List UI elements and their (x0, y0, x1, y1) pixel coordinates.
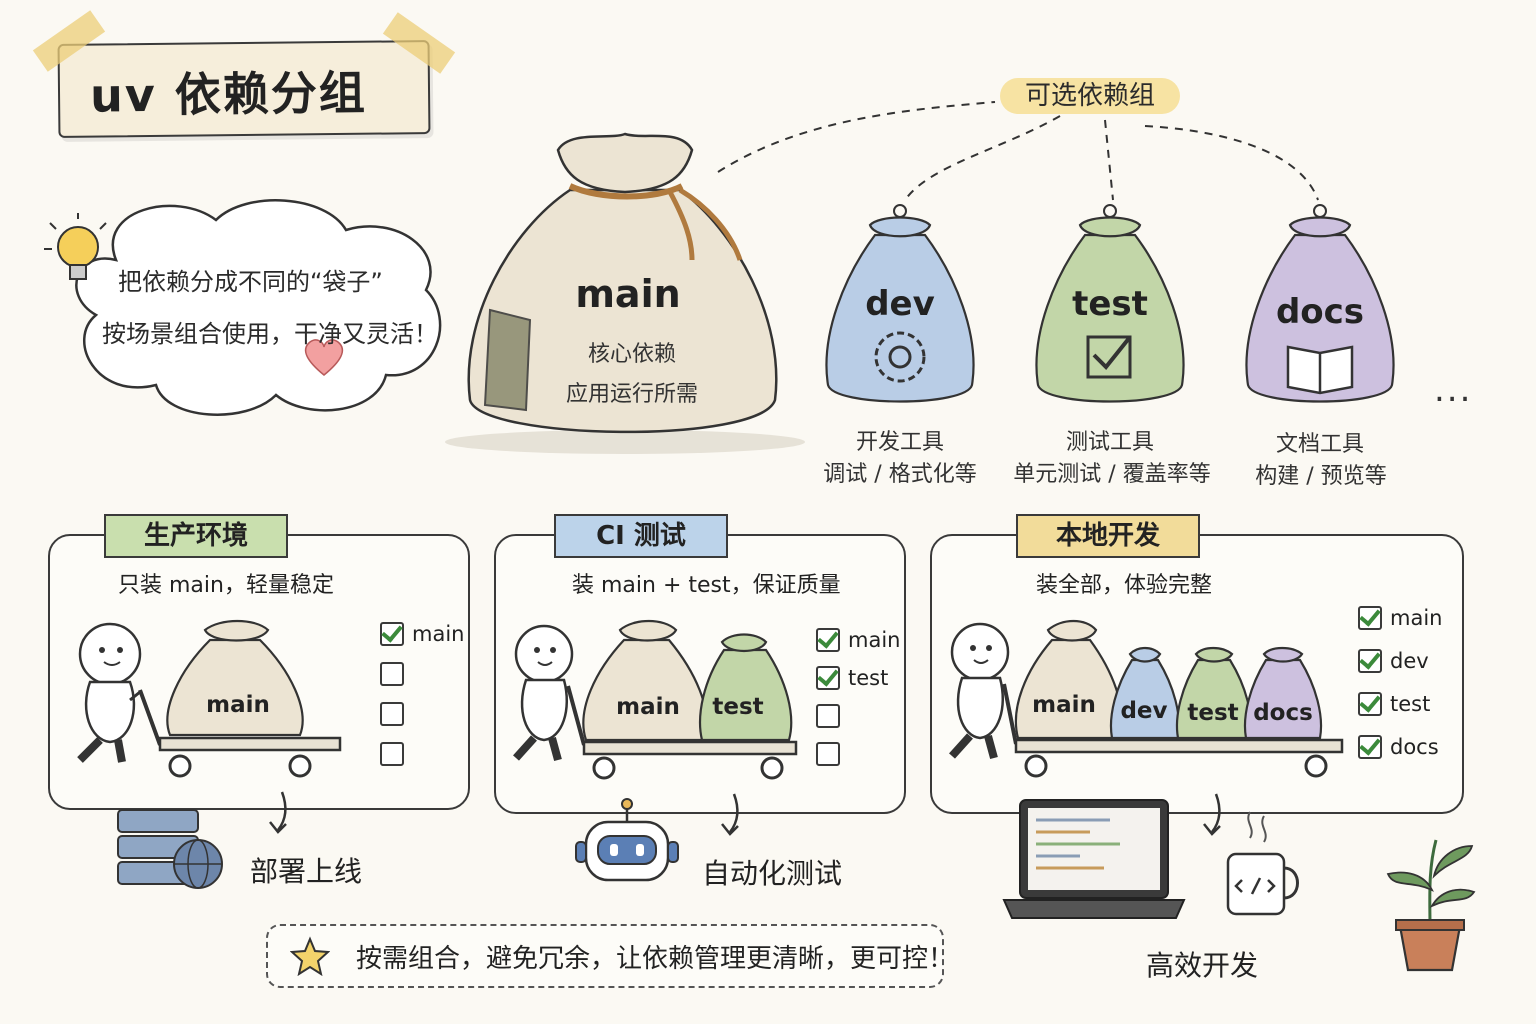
local-dev-cart-illustration (949, 619, 1344, 778)
main-bag-icon (445, 132, 805, 454)
local-check-dev[interactable]: dev (1358, 649, 1442, 673)
robot-icon (575, 798, 679, 882)
main-bag-desc-2: 应用运行所需 (565, 382, 698, 407)
ci-bag-test-label: test (712, 694, 764, 720)
docs-bag-label: docs (1275, 292, 1365, 332)
checkbox-icon (1086, 335, 1132, 379)
checkbox[interactable] (816, 628, 840, 652)
character-icon (949, 622, 1010, 760)
local-bag-test-label: test (1187, 700, 1239, 726)
ci-checklist: main test (816, 628, 900, 766)
docs-mini-bag-icon (1243, 646, 1323, 740)
test-name: 测试工具 (1065, 430, 1154, 455)
checkbox[interactable] (1358, 649, 1382, 673)
ci-check-4[interactable] (816, 742, 900, 766)
coffee-mug-icon (1226, 811, 1299, 916)
star-icon (290, 936, 330, 976)
production-bag-main-label: main (206, 692, 270, 718)
local-dev-result: 高效开发 (1146, 949, 1259, 982)
ci-bag-main-label: main (616, 694, 680, 720)
docs-detail: 构建 / 预览等 (1255, 464, 1387, 489)
ci-result: 自动化测试 (702, 857, 843, 890)
test-mini-bag-icon (698, 633, 793, 742)
server-globe-icon (117, 809, 223, 889)
production-check-2[interactable] (380, 662, 464, 686)
tip-cloud (75, 199, 442, 416)
main-bag-label: main (575, 272, 681, 316)
local-dev-checklist: main dev test docs (1358, 606, 1442, 759)
plant-icon (1386, 839, 1476, 972)
checkbox[interactable] (380, 622, 404, 646)
ribbon-local-dev: 本地开发 (1016, 514, 1200, 558)
local-bag-docs-label: docs (1253, 700, 1313, 726)
heart-icon (304, 339, 344, 376)
production-check-3[interactable] (380, 702, 464, 726)
tip-line-2: 按场景组合使用，干净又灵活！ (102, 320, 438, 348)
local-check-main[interactable]: main (1358, 606, 1442, 630)
lightbulb-icon (44, 213, 107, 280)
production-cart-illustration (77, 620, 342, 778)
more-groups-indicator: ... (1434, 370, 1473, 410)
local-dev-desc: 装全部，体验完整 (1036, 573, 1213, 598)
optional-groups-label: 可选依赖组 (1000, 78, 1180, 114)
checkbox[interactable] (380, 662, 404, 686)
cart-icon (1002, 683, 1344, 778)
cart-icon (566, 685, 798, 780)
laptop-icon (1002, 799, 1186, 919)
docs-name: 文档工具 (1275, 432, 1364, 457)
production-check-4[interactable] (380, 742, 464, 766)
test-bag-icon (1035, 204, 1185, 403)
test-detail: 单元测试 / 覆盖率等 (1013, 462, 1211, 487)
checkbox[interactable] (1358, 735, 1382, 759)
main-bag-desc-1: 核心依赖 (587, 342, 676, 367)
test-bag-label: test (1072, 284, 1148, 324)
cart-icon (138, 689, 342, 778)
dev-bag-label: dev (865, 284, 935, 324)
production-desc: 只装 main，轻量稳定 (118, 573, 334, 598)
ribbon-ci: CI 测试 (554, 514, 728, 558)
dev-bag-icon (825, 204, 975, 403)
ci-cart-illustration (513, 620, 798, 780)
docs-bag-icon (1245, 204, 1395, 403)
main-mini-bag-icon (582, 620, 708, 742)
character-icon (77, 622, 142, 763)
arrow-down-icon (721, 793, 739, 836)
local-bag-main-label: main (1032, 692, 1096, 718)
local-check-test[interactable]: test (1358, 692, 1442, 716)
ci-desc: 装 main + test，保证质量 (572, 573, 841, 598)
dev-mini-bag-icon (1109, 646, 1181, 740)
book-icon (1286, 345, 1354, 395)
production-result: 部署上线 (250, 855, 363, 888)
production-check-main[interactable]: main (380, 622, 464, 646)
checkbox[interactable] (1358, 692, 1382, 716)
local-bag-dev-label: dev (1120, 698, 1168, 724)
arrow-down-icon (269, 791, 287, 834)
main-mini-bag-icon (166, 620, 304, 737)
ci-check-test[interactable]: test (816, 666, 900, 690)
dev-name: 开发工具 (855, 430, 944, 455)
checkbox[interactable] (816, 742, 840, 766)
gear-icon (874, 331, 926, 383)
arrow-down-icon (1203, 793, 1221, 836)
production-checklist: main (380, 622, 464, 766)
character-icon (513, 624, 574, 762)
ribbon-production: 生产环境 (104, 514, 288, 558)
checkbox[interactable] (380, 702, 404, 726)
tip-line-1: 把依赖分成不同的“袋子” (118, 268, 383, 296)
checkbox[interactable] (1358, 606, 1382, 630)
ci-check-3[interactable] (816, 704, 900, 728)
ci-check-main[interactable]: main (816, 628, 900, 652)
checkbox[interactable] (816, 704, 840, 728)
footer-note-box (266, 924, 944, 988)
checkbox[interactable] (380, 742, 404, 766)
checkbox[interactable] (816, 666, 840, 690)
main-mini-bag-icon (1014, 619, 1124, 740)
dev-detail: 调试 / 格式化等 (823, 462, 977, 487)
local-check-docs[interactable]: docs (1358, 735, 1442, 759)
footer-note: 按需组合，避免冗余，让依赖管理更清晰，更可控！ (356, 944, 955, 974)
